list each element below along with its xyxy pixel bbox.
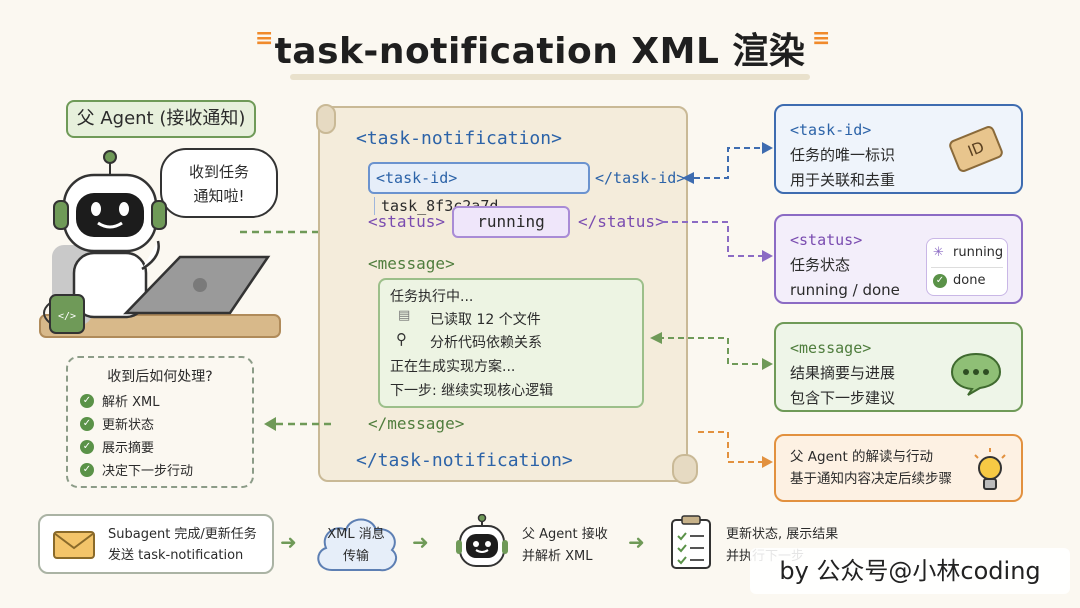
flow-step2-line1: XML 消息 <box>327 527 385 542</box>
flow-arrow-3: ➜ <box>628 530 645 554</box>
envelope-icon <box>53 531 95 559</box>
message-line-2: 已读取 12 个文件 <box>430 312 541 328</box>
spinner-icon: ✳ <box>933 245 944 260</box>
card-status-tag: <status> <box>790 231 863 249</box>
status-open-tag: <status> <box>368 212 446 231</box>
status-options: ✳ running ✓ done <box>926 238 1008 296</box>
message-line-3: 分析代码依赖关系 <box>430 335 542 351</box>
laptop-logo-icon <box>193 278 207 292</box>
cloud-shape <box>317 518 398 572</box>
task-id-element: <task-id> task_8f3c2a7d <box>368 162 590 215</box>
flow-arrow-2: ➜ <box>412 530 429 554</box>
chat-bubble-icon <box>950 352 1002 396</box>
card-message-line1: 结果摘要与进展 <box>790 364 896 382</box>
flow-step4-line1: 更新状态, 展示结果 <box>726 527 839 542</box>
task-id-close-tag: </task-id> <box>595 169 686 187</box>
card-task-id-tag: <task-id> <box>790 121 872 139</box>
file-icon: ▤ <box>398 308 411 323</box>
card-task-id-line2: 用于关联和去重 <box>790 171 896 189</box>
scroll-roll-top <box>316 104 336 134</box>
handling-box: 收到后如何处理? ✓解析 XML ✓更新状态 ✓展示摘要 ✓决定下一步行动 <box>66 356 254 488</box>
svg-text:</>: </> <box>58 311 76 322</box>
status-option-done: done <box>953 273 986 288</box>
desk <box>39 314 281 338</box>
handling-item: ✓解析 XML <box>80 389 240 412</box>
check-icon: ✓ <box>80 416 94 431</box>
watermark: by 公众号@小林coding <box>750 548 1070 594</box>
card-status-line2: running / done <box>790 281 900 299</box>
scroll-roll-bottom <box>672 454 698 484</box>
status-close-tag: </status> <box>578 212 665 231</box>
flow-step1-line1: Subagent 完成/更新任务 <box>108 527 257 542</box>
parent-agent-label: 父 Agent (接收通知) <box>66 100 256 138</box>
spark-left-icon: ≡ <box>255 26 274 51</box>
speech-line-1: 收到任务 <box>188 163 249 181</box>
flow-step1-line2: 发送 task-notification <box>108 548 244 563</box>
task-id-open-tag: <task-id> <box>376 169 458 187</box>
handling-item: ✓展示摘要 <box>80 435 240 458</box>
card-action-line2: 基于通知内容决定后续步骤 <box>790 471 952 487</box>
check-icon: ✓ <box>80 393 94 408</box>
lightbulb-icon <box>974 448 1006 490</box>
xml-open-tag: <task-notification> <box>356 128 562 149</box>
page-title: task-notification XML 渲染 <box>274 31 806 72</box>
arrow-to-handling <box>264 417 332 431</box>
card-message-line2: 包含下一步建议 <box>790 389 896 407</box>
flow-step3-line1: 父 Agent 接收 <box>522 527 608 542</box>
spark-right-icon: ≡ <box>812 26 831 51</box>
message-open-tag: <message> <box>368 254 455 273</box>
check-icon: ✓ <box>80 462 94 477</box>
flow-arrow-1: ➜ <box>280 530 297 554</box>
flow-step2-line2: 传输 <box>342 549 369 564</box>
card-task-id: <task-id> 任务的唯一标识 用于关联和去重 <box>774 104 1023 194</box>
message-line-5: 下一步: 继续实现核心逻辑 <box>390 383 554 399</box>
handling-title: 收到后如何处理? <box>107 369 213 385</box>
done-check-icon: ✓ <box>933 274 947 288</box>
status-value: running <box>452 206 570 238</box>
card-action-line1: 父 Agent 的解读与行动 <box>790 449 934 465</box>
antenna-icon <box>103 150 117 164</box>
flow-step3-line2: 并解析 XML <box>522 549 593 564</box>
connector-arrows <box>650 142 773 468</box>
message-line-1: 任务执行中... <box>390 289 474 305</box>
robot-face <box>76 193 144 237</box>
robot-laptop-illustration: </> <box>39 150 281 338</box>
card-status-line1: 任务状态 <box>790 256 851 274</box>
card-task-id-line1: 任务的唯一标识 <box>790 146 896 164</box>
handling-item: ✓决定下一步行动 <box>80 458 240 481</box>
speech-line-2: 通知啦! <box>193 187 245 205</box>
mug <box>49 294 85 334</box>
handling-item: ✓更新状态 <box>80 412 240 435</box>
card-message-tag: <message> <box>790 339 872 357</box>
speech-bubble: 收到任务 通知啦! <box>160 148 278 218</box>
check-icon: ✓ <box>80 439 94 454</box>
card-action: 父 Agent 的解读与行动 基于通知内容决定后续步骤 <box>774 434 1023 502</box>
message-close-tag: </message> <box>368 414 465 433</box>
flow-step-subagent: Subagent 完成/更新任务 发送 task-notification <box>38 514 274 574</box>
title-underline <box>290 74 810 80</box>
clipboard-icon <box>671 515 711 569</box>
message-body <box>378 278 644 408</box>
robot-body <box>72 251 148 319</box>
small-robot-icon <box>456 514 508 567</box>
message-line-4: 正在生成实现方案... <box>390 359 516 375</box>
card-message: <message> 结果摘要与进展 包含下一步建议 <box>774 322 1023 412</box>
magnifier-icon: ⚲ <box>396 330 407 348</box>
xml-close-tag: </task-notification> <box>356 450 573 471</box>
status-option-running: running <box>953 245 1004 260</box>
